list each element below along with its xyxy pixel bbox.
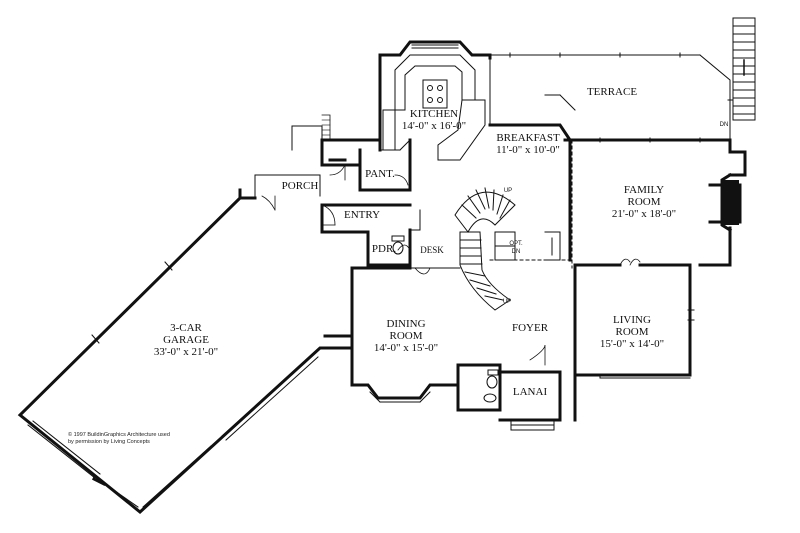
family-room-label: FAMILY ROOM 21'-0" x 18'-0" [612, 184, 676, 220]
room-name: ENTRY [343, 209, 381, 221]
room-dimensions: 15'-0" x 14'-0" [599, 338, 665, 350]
room-dimensions: 14'-0" x 15'-0" [373, 342, 439, 354]
thin-walls [379, 54, 731, 431]
kitchen-windows [411, 44, 459, 49]
powder-label: PDR. [372, 243, 396, 255]
copyright-line-1: © 1997 BuildinGraphics Architecture used [68, 432, 170, 438]
fixtures [391, 235, 499, 403]
room-name-line2: ROOM [627, 196, 661, 208]
main-stair [454, 187, 516, 311]
room-name: PANT. [365, 168, 395, 180]
dining-room-label: DINING ROOM 14'-0" x 15'-0" [374, 318, 438, 354]
stair-up-note-lower: UP [502, 299, 512, 305]
copyright-notice: © 1997 BuildinGraphics Architecture used… [68, 432, 170, 446]
room-name: TERRACE [586, 86, 638, 98]
room-name: LANAI [512, 386, 548, 398]
room-name: LIVING [613, 314, 651, 326]
optional-note: OPT. [509, 241, 523, 247]
room-name: KITCHEN [409, 108, 459, 120]
room-name: DESK [420, 245, 444, 255]
entry-label: ENTRY [344, 209, 380, 221]
porch-label: PORCH [282, 180, 319, 192]
kitchen-label: KITCHEN 14'-0" x 16'-0" [402, 108, 466, 132]
room-name: PDR. [371, 243, 397, 255]
lanai-label: LANAI [513, 386, 547, 398]
room-dimensions: 21'-0" x 18'-0" [611, 208, 677, 220]
room-dimensions: 11'-0" x 10'-0" [496, 144, 560, 156]
room-name: PORCH [281, 180, 319, 192]
exterior-stair-down-note: DN [719, 122, 729, 128]
room-name: DINING [386, 318, 426, 330]
doors [321, 164, 641, 366]
dining-bay [369, 391, 431, 403]
garage-label: 3-CAR GARAGE 33'-0" x 21'-0" [154, 322, 218, 358]
room-name-line2: GARAGE [163, 334, 209, 346]
desk-label: DESK [420, 244, 444, 256]
room-name-line2: ROOM [615, 326, 649, 338]
room-name: 3-CAR [170, 322, 202, 334]
room-name-line2: ROOM [389, 330, 423, 342]
garage-walls [17, 188, 354, 514]
copyright-line-2: by permission by Living Concepts [68, 439, 150, 445]
room-name: FOYER [511, 322, 549, 334]
stair-up-note: UP [503, 188, 513, 194]
garage-doors [27, 351, 319, 513]
living-room-label: LIVING ROOM 15'-0" x 14'-0" [600, 314, 664, 350]
breakfast-label: BREAKFAST 11'-0" x 10'-0" [496, 132, 560, 156]
foyer-label: FOYER [512, 322, 548, 334]
kitchen-counters [382, 54, 486, 161]
room-dimensions: 14'-0" x 16'-0" [401, 120, 467, 132]
room-name: FAMILY [623, 184, 665, 196]
porch [254, 114, 331, 211]
terrace-label: TERRACE [587, 86, 637, 98]
interior-walls [320, 40, 747, 422]
window-ticks [91, 52, 733, 344]
room-dimensions: 33'-0" x 21'-0" [153, 346, 219, 358]
exterior-stair [732, 17, 756, 121]
stair-down-note: DN [511, 249, 521, 255]
room-name: BREAKFAST [496, 132, 560, 144]
fireplace-hearth [723, 180, 739, 225]
pantry-label: PANT. [365, 168, 395, 180]
